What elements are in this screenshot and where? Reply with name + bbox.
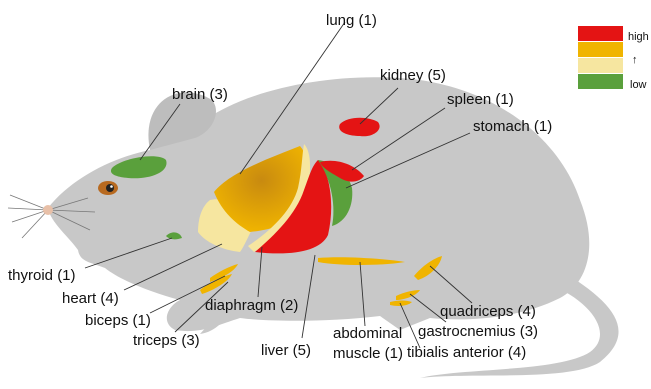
label-abdominal-line1: abdominal [333,325,402,342]
legend-swatch-low [578,74,623,89]
label-biceps: biceps (1) [85,312,151,329]
label-liver: liver (5) [261,342,311,359]
label-diaphragm: diaphragm (2) [205,297,298,314]
label-brain: brain (3) [172,86,228,103]
nose [43,205,53,215]
color-legend: high ↑ low [578,26,649,91]
label-spleen: spleen (1) [447,91,514,108]
legend-arrow-icon: ↑ [632,54,638,66]
eye [98,181,118,195]
label-abdominal-line2: muscle (1) [333,345,403,362]
kidney-organ [339,118,379,137]
legend-swatch-high [578,26,623,41]
label-quadriceps: quadriceps (4) [440,303,536,320]
label-thyroid: thyroid (1) [8,267,76,284]
legend-swatch-mid-low [578,58,623,73]
label-heart: heart (4) [62,290,119,307]
legend-swatch-mid-high [578,42,623,57]
label-gastrocnemius: gastrocnemius (3) [418,323,538,340]
label-tibialis: tibialis anterior (4) [407,344,526,361]
legend-high-label: high [628,31,649,43]
label-kidney: kidney (5) [380,67,446,84]
label-lung: lung (1) [326,12,377,29]
legend-low-label: low [630,79,647,91]
label-triceps: triceps (3) [133,332,200,349]
label-stomach: stomach (1) [473,118,552,135]
